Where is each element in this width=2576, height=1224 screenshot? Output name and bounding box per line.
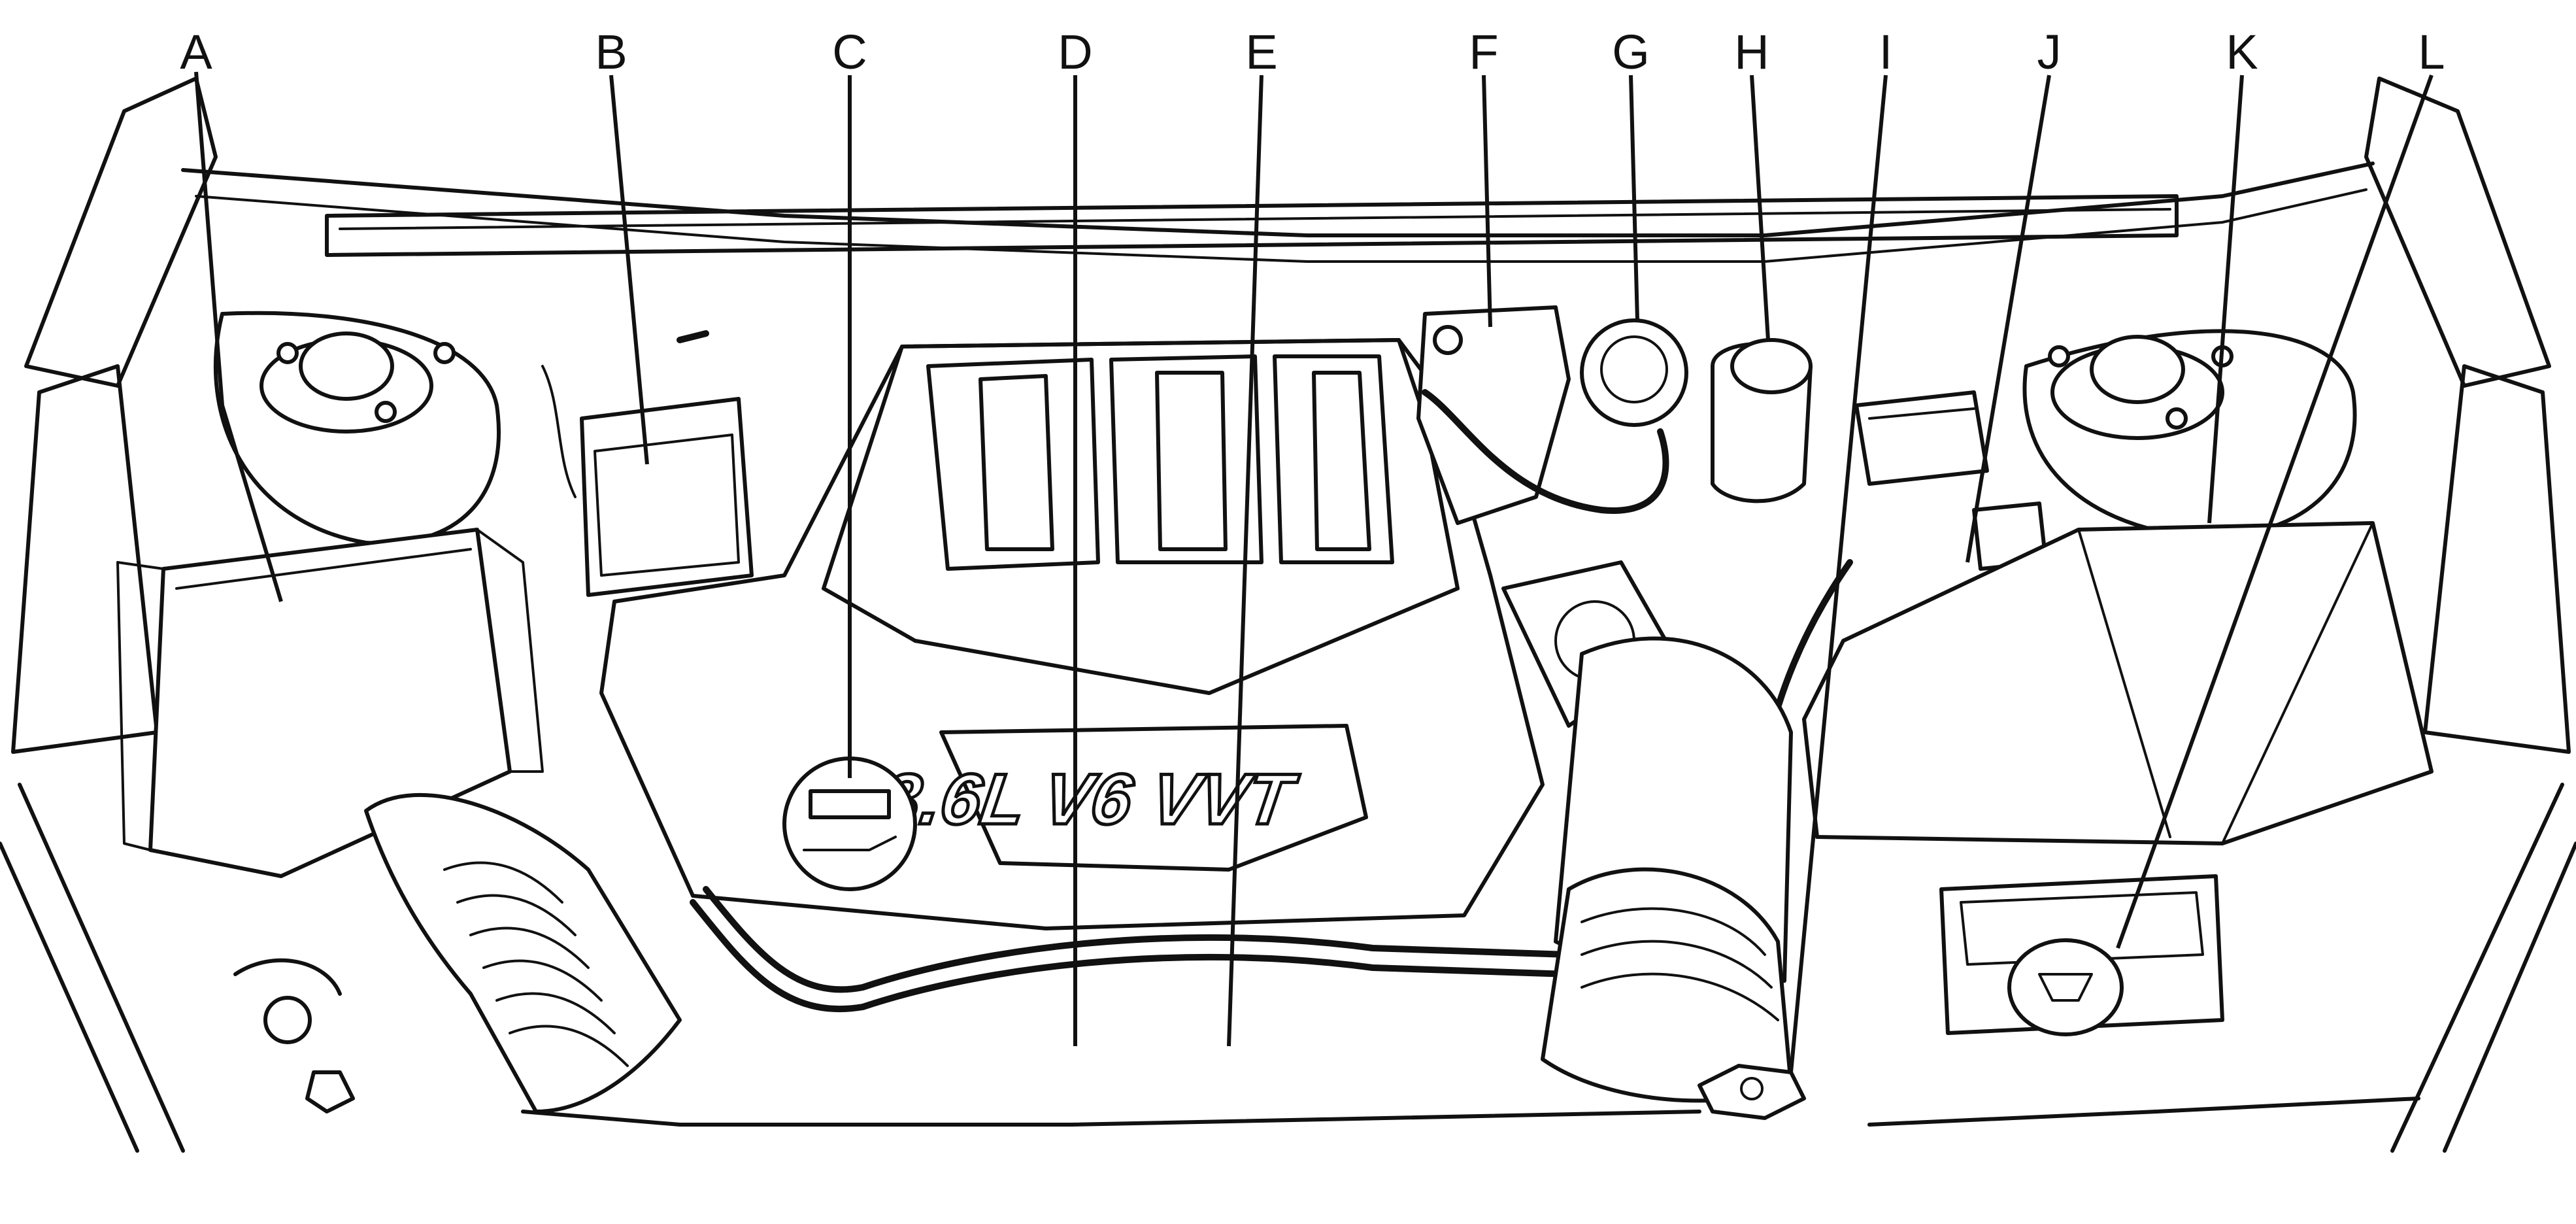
- callout-e: E: [1245, 25, 1277, 79]
- left-strut-tower: [213, 311, 501, 545]
- engine-badge: 3.6L V6 VVT: [876, 759, 1303, 839]
- callout-k: K: [2226, 25, 2258, 79]
- battery: [1802, 521, 2434, 845]
- front-fascia: [233, 958, 2420, 1127]
- callout-l: L: [2418, 25, 2445, 79]
- fender-frame: [0, 76, 2576, 1153]
- washer-fluid-cap: [2007, 938, 2124, 1036]
- right-strut-tower: [2022, 329, 2357, 539]
- callout-c: C: [832, 25, 867, 79]
- callout-labels: A B C D E F G H I J K L: [180, 25, 2445, 79]
- underhood-fuse-block: [541, 330, 754, 597]
- leader-lines: [194, 71, 2434, 1073]
- coolant-reservoir: [1416, 305, 1669, 525]
- callout-a: A: [180, 25, 212, 79]
- callout-b: B: [595, 25, 627, 79]
- intake-duct: [364, 792, 682, 1114]
- power-steering-reservoir: [1711, 338, 1813, 503]
- callout-f: F: [1469, 25, 1498, 79]
- radiator-cap: [1580, 318, 1688, 427]
- transmission-fill-cap: [1698, 1064, 1806, 1120]
- callout-d: D: [1058, 25, 1092, 79]
- callout-g: G: [1612, 25, 1650, 79]
- callout-h: H: [1734, 25, 1769, 79]
- callout-j: J: [2037, 25, 2062, 79]
- outlet-duct: [1541, 636, 1793, 1103]
- callout-i: I: [1879, 25, 1893, 79]
- brake-master-cylinder: [1854, 390, 2048, 571]
